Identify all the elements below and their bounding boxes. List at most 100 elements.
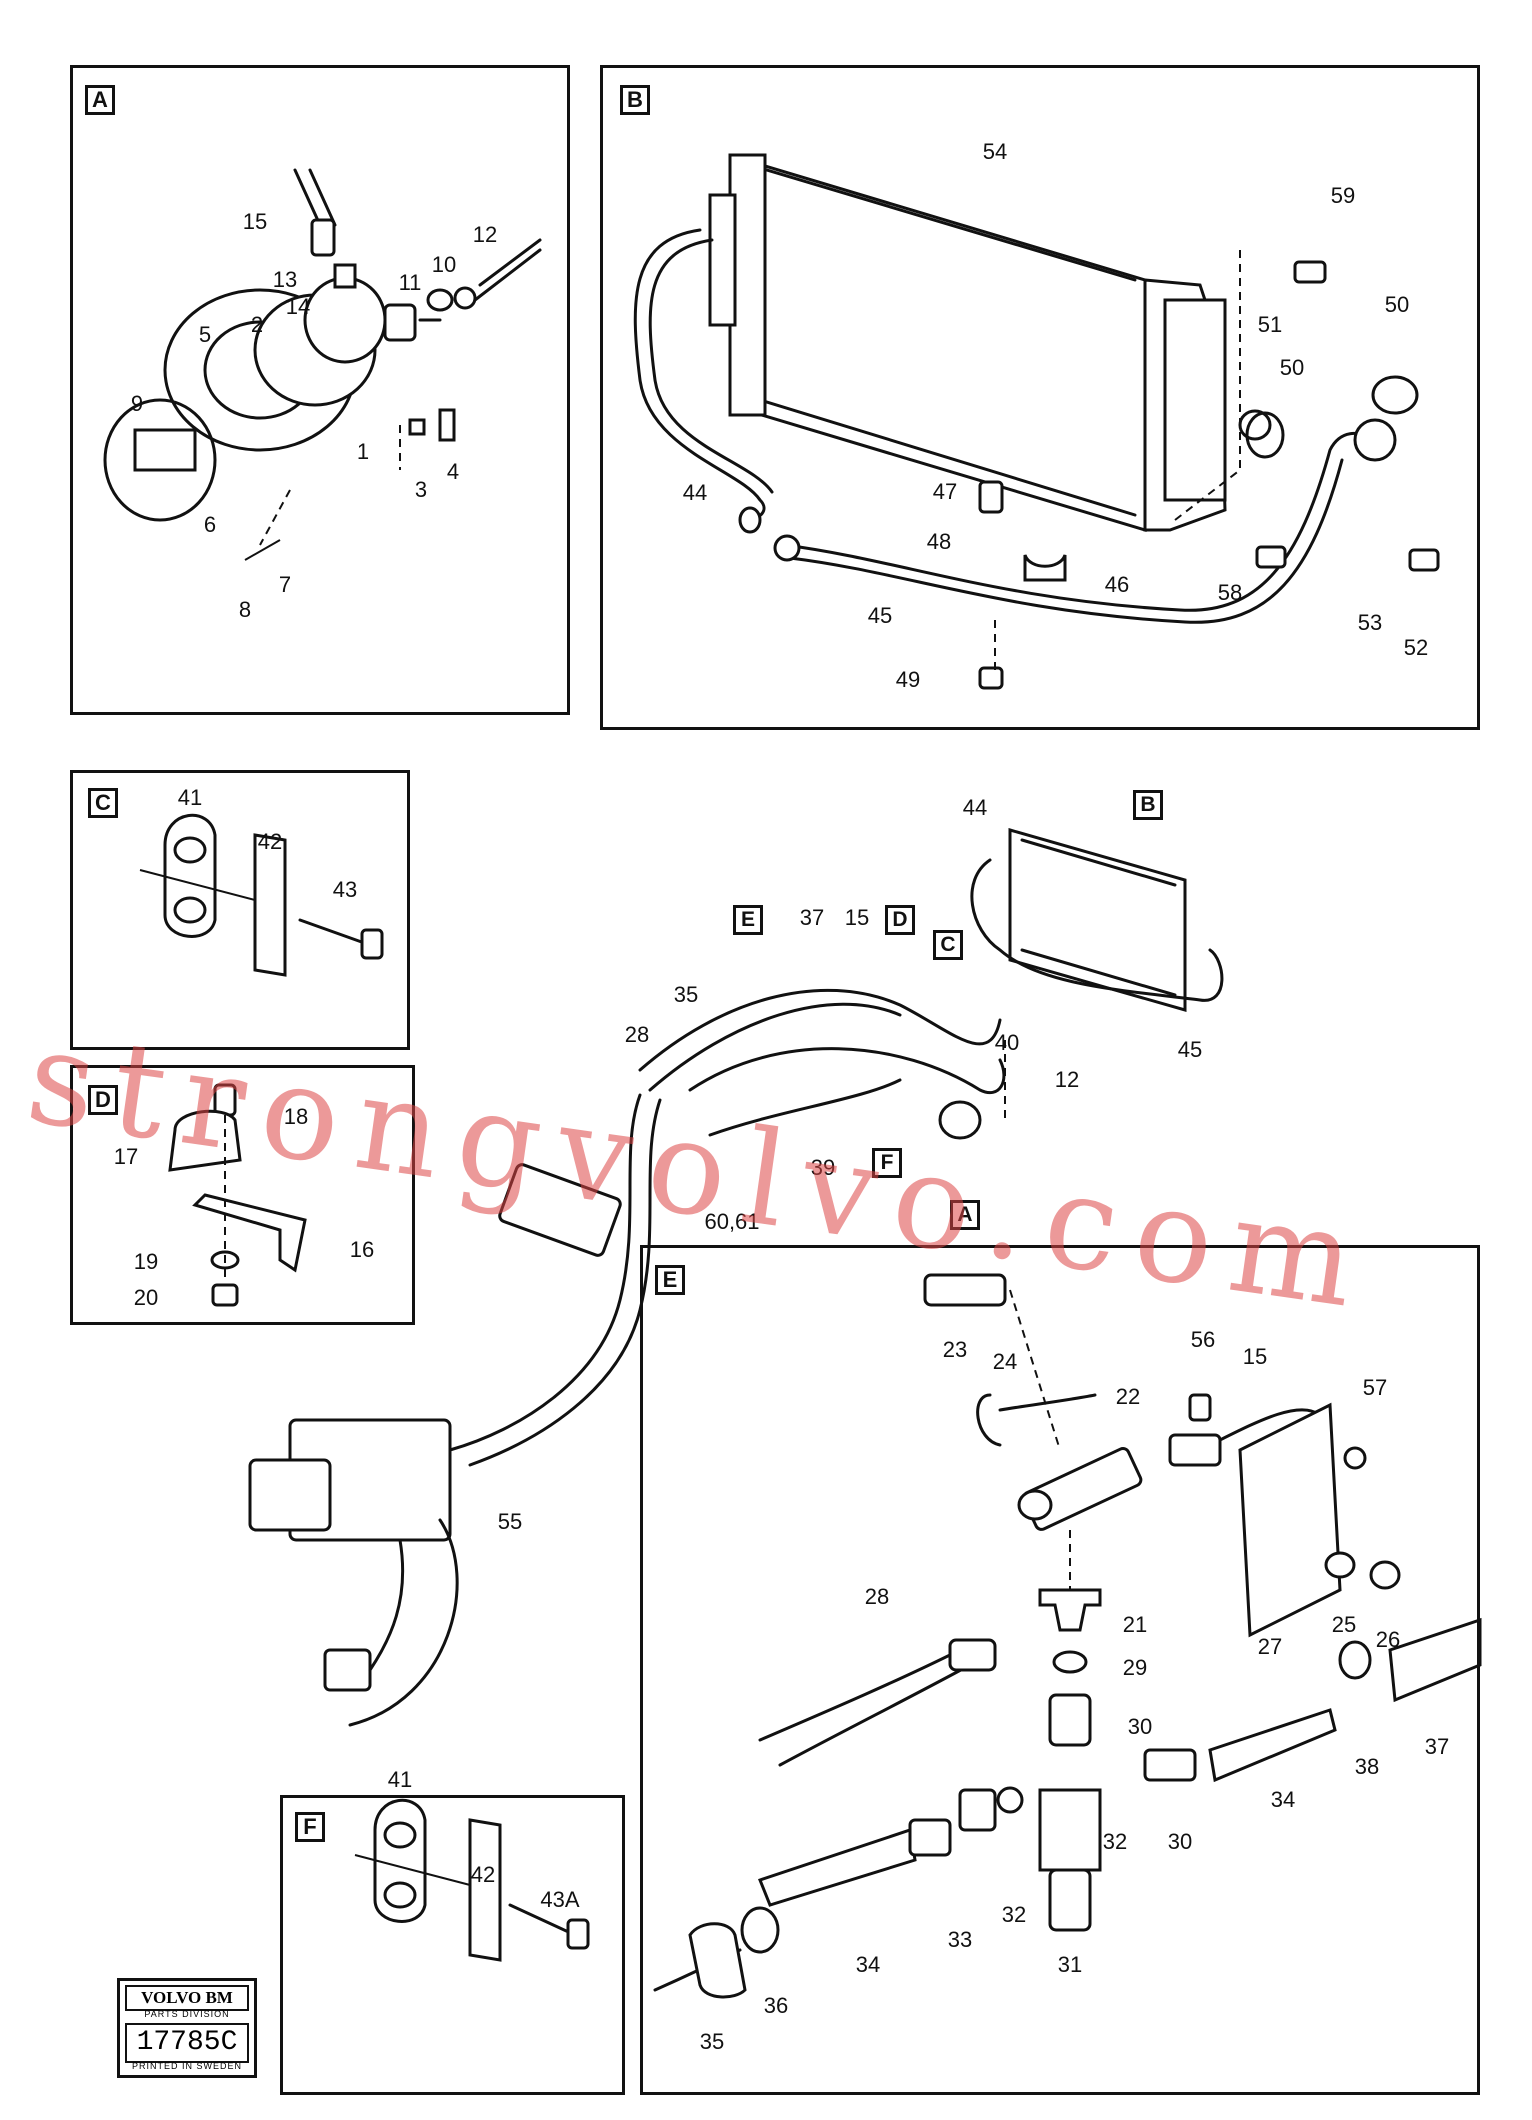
label-ov-40: 40	[994, 1030, 1020, 1055]
label-e-22: 22	[1115, 1384, 1141, 1409]
callout-c[interactable]: C	[933, 930, 963, 960]
label-d-19: 19	[133, 1249, 159, 1274]
label-e-34-a: 34	[1270, 1787, 1296, 1812]
label-b-52: 52	[1403, 635, 1429, 660]
label-a-13: 13	[272, 267, 298, 292]
label-a-12: 12	[472, 222, 498, 247]
badge-brand: VOLVO BM	[125, 1985, 249, 2011]
label-d-16: 16	[349, 1237, 375, 1262]
panel-c-tag: C	[88, 788, 118, 818]
callout-b[interactable]: B	[1133, 790, 1163, 820]
badge-number: 17785C	[125, 2023, 249, 2063]
label-b-45: 45	[867, 603, 893, 628]
panel-f-frame	[280, 1795, 625, 2095]
badge-division: PARTS DIVISION	[144, 2009, 230, 2019]
panel-f-tag: F	[295, 1812, 325, 1842]
label-e-23: 23	[942, 1337, 968, 1362]
label-f-43a: 43A	[540, 1887, 580, 1912]
panel-c-frame	[70, 770, 410, 1050]
label-ov-15: 15	[844, 905, 870, 930]
label-b-49: 49	[895, 667, 921, 692]
label-a-2: 2	[250, 312, 264, 337]
panel-c-drawing	[139, 813, 384, 977]
label-b-48: 48	[926, 529, 952, 554]
badge-printed: PRINTED IN SWEDEN	[131, 2061, 242, 2071]
label-e-37: 37	[1424, 1734, 1450, 1759]
label-e-28: 28	[864, 1584, 890, 1609]
label-b-53: 53	[1357, 610, 1383, 635]
label-a-5: 5	[198, 322, 212, 347]
panel-b-tag: B	[620, 85, 650, 115]
label-c-41: 41	[177, 785, 203, 810]
label-c-42: 42	[257, 829, 283, 854]
panel-d-tag: D	[88, 1085, 118, 1115]
label-a-6: 6	[203, 512, 217, 537]
callout-e[interactable]: E	[733, 905, 763, 935]
panel-a-tag: A	[85, 85, 115, 115]
label-e-31: 31	[1057, 1952, 1083, 1977]
label-b-44: 44	[682, 480, 708, 505]
label-a-10: 10	[431, 252, 457, 277]
panel-b-frame	[600, 65, 1480, 730]
label-ov-39: 39	[810, 1155, 836, 1180]
panel-d-frame	[70, 1065, 415, 1325]
label-d-17: 17	[113, 1144, 139, 1169]
label-b-47: 47	[932, 479, 958, 504]
label-b-58: 58	[1217, 580, 1243, 605]
label-b-54: 54	[982, 139, 1008, 164]
panel-e-tag: E	[655, 1265, 685, 1295]
label-a-4: 4	[446, 459, 460, 484]
label-e-24: 24	[992, 1349, 1018, 1374]
label-a-11: 11	[398, 270, 422, 295]
panel-b-drawing	[633, 153, 1440, 690]
label-b-46: 46	[1104, 572, 1130, 597]
panel-a-frame	[70, 65, 570, 715]
label-a-9: 9	[130, 391, 144, 416]
label-ov-37: 37	[799, 905, 825, 930]
label-e-35: 35	[699, 2029, 725, 2054]
callout-d[interactable]: D	[885, 905, 915, 935]
callout-a[interactable]: A	[950, 1200, 980, 1230]
label-a-7: 7	[278, 572, 292, 597]
label-e-57: 57	[1362, 1375, 1388, 1400]
label-e-34-b: 34	[855, 1952, 881, 1977]
callout-f[interactable]: F	[872, 1148, 902, 1178]
label-e-36: 36	[763, 1993, 789, 2018]
volvo-bm-badge: VOLVO BM PARTS DIVISION 17785C PRINTED I…	[117, 1978, 257, 2078]
label-e-27: 27	[1257, 1634, 1283, 1659]
label-ov-45: 45	[1177, 1037, 1203, 1062]
label-ov-28: 28	[624, 1022, 650, 1047]
panel-d-drawing	[168, 1083, 307, 1307]
panel-a-drawing	[103, 168, 542, 561]
label-d-18: 18	[283, 1104, 309, 1129]
label-ov-55: 55	[497, 1509, 523, 1534]
label-e-30-b: 30	[1167, 1829, 1193, 1854]
label-e-25: 25	[1331, 1612, 1357, 1637]
label-a-8: 8	[238, 597, 252, 622]
label-f-41: 41	[387, 1767, 413, 1792]
label-a-1: 1	[356, 439, 370, 464]
label-e-30-a: 30	[1127, 1714, 1153, 1739]
label-ov-60-61: 60,61	[704, 1209, 760, 1234]
label-b-50: 50	[1279, 355, 1305, 380]
label-b-50-top: 50	[1384, 292, 1410, 317]
label-a-3: 3	[414, 477, 428, 502]
label-e-56: 56	[1190, 1327, 1216, 1352]
panel-e-drawing	[653, 1273, 1482, 1999]
panel-f-drawing	[354, 1798, 590, 1962]
label-a-15: 15	[242, 209, 268, 234]
label-c-43: 43	[332, 877, 358, 902]
label-ov-35: 35	[673, 982, 699, 1007]
overview-drawing	[248, 828, 1224, 1727]
label-b-51: 51	[1257, 312, 1283, 337]
label-f-42: 42	[470, 1862, 496, 1887]
label-e-29: 29	[1122, 1655, 1148, 1680]
label-e-21: 21	[1122, 1612, 1148, 1637]
label-e-38: 38	[1354, 1754, 1380, 1779]
label-e-26: 26	[1375, 1627, 1401, 1652]
label-e-15: 15	[1242, 1344, 1268, 1369]
label-e-33: 33	[947, 1927, 973, 1952]
label-a-14: 14	[285, 294, 311, 319]
